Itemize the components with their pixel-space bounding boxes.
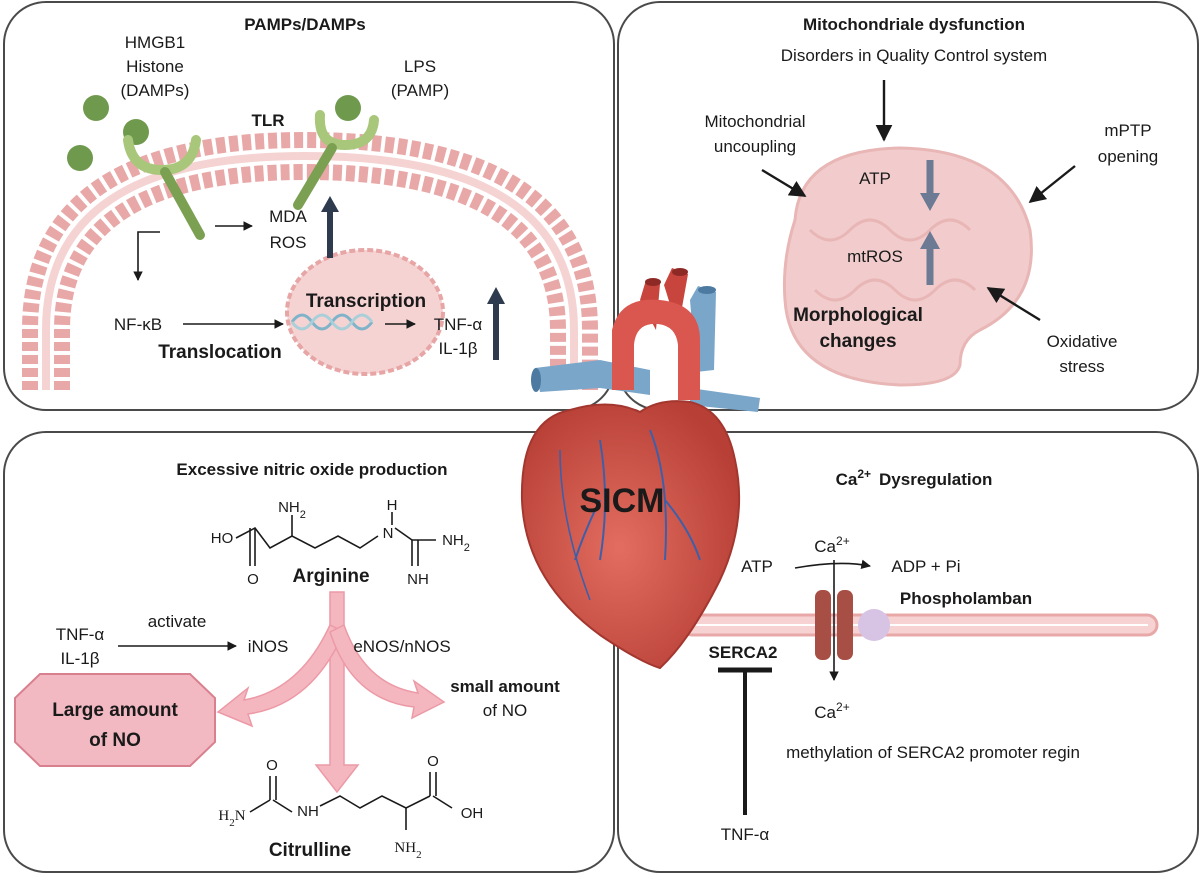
large-no-label-2: of NO [89,730,141,751]
cell-membrane [22,131,598,390]
down-arrow-icon [920,160,940,211]
ho-label: HO [211,530,234,547]
citrulline-structure [249,772,453,830]
pamp-molecule-icon [335,95,361,121]
enos-label: eNOS/nNOS [353,637,450,656]
large-no-octagon [14,673,216,767]
arginine-structure [235,512,436,566]
arrow-atp-adp [794,559,871,570]
nucleus [285,248,445,376]
no-title: Excessive nitric oxide production [176,460,447,479]
cristae [813,278,977,302]
nh2-label: NH2 [278,499,306,521]
down-arrow-to-citrulline [314,591,360,794]
pink-arrows [216,591,446,794]
pamps-panel [3,1,615,411]
small-no-label-2: of NO [483,701,527,720]
transcription-label: Transcription [306,291,426,312]
arrow-mptp [1028,165,1076,204]
ros-label: ROS [270,233,307,252]
mptp-label-2: opening [1098,147,1159,166]
tnf-label: TNF-α [56,625,105,644]
damp-molecule-icon [67,145,93,171]
damps-label-2: Histone [126,57,184,76]
nh2-right-label: NH2 [442,532,470,554]
cit-nh-label: NH [297,803,319,820]
tnf-label: TNF-α [434,315,483,334]
ca-title: Ca2+Dysregulation [836,467,993,489]
mda-label: MDA [269,207,307,226]
h2n-label: H2N [218,808,245,829]
pamps-title: PAMPs/DAMPs [244,15,366,34]
phospholamban-icon [858,609,890,641]
oxidative-label-1: Oxidative [1047,332,1118,351]
tlr-receptor-left-icon [123,135,205,240]
tlr-label: TLR [251,111,284,130]
lps-label-1: LPS [404,57,436,76]
arrow-to-nfkb [133,231,160,281]
lps-label-2: (PAMP) [391,81,449,100]
ca-panel [617,431,1199,873]
methylation-label: methylation of SERCA2 promoter regin [786,743,1080,762]
ca-top-label: Ca2+ [814,534,849,556]
il1b-label: IL-1β [438,339,477,358]
uncoupling-label-2: uncoupling [714,137,796,156]
citrulline-label: Citrulline [269,840,351,861]
small-no-label-1: small amount [450,677,560,696]
atp-label: ATP [859,169,891,188]
mito-title: Mitochondriale dysfunction [803,15,1025,34]
arginine-label: Arginine [292,566,369,587]
up-arrow-icon [321,196,339,258]
ca-tnf-label: TNF-α [721,825,770,844]
serca-channel-icon [815,590,853,660]
nfkb-label: NF-κB [114,315,162,334]
nh-label: NH [407,571,429,588]
uncoupling-label-1: Mitochondrial [704,112,805,131]
arrow-oxidative [986,286,1041,322]
adp-label: ADP + Pi [891,557,960,576]
damps-label-3: (DAMPs) [121,81,190,100]
pamps-section: PAMPs/DAMPs HMGB1 Histone (DAMPs) LPS (P… [22,15,598,390]
il1b-label: IL-1β [60,649,99,668]
up-arrow-icon [920,231,940,285]
activate-label: activate [148,612,207,631]
arrow-uncoupling [761,168,807,198]
arrow-to-large-no [216,623,345,728]
serca-label: SERCA2 [709,643,778,662]
arrow-to-small-no [329,623,446,720]
damps-label-1: HMGB1 [125,33,185,52]
up-arrow-icon [487,287,505,360]
cit-o2-label: O [427,753,439,770]
cit-oh-label: OH [461,805,484,822]
oxidative-label-2: stress [1059,357,1104,376]
ca-section: Ca2+Dysregulation ATP Ca2+ ADP + Pi Phos… [680,467,1159,844]
dna-icon [290,313,374,331]
morph-label-1: Morphological [793,305,923,326]
ca-atp-label: ATP [741,557,773,576]
translocation-label: Translocation [158,342,282,363]
morph-label-2: changes [819,331,896,352]
sicm-label: SICM [580,482,665,520]
ca-bottom-label: Ca2+ [814,700,849,722]
damp-molecule-icon [83,95,109,121]
large-no-label-1: Large amount [52,700,178,721]
inos-label: iNOS [248,637,289,656]
tlr-receptor-right-icon [293,110,379,210]
heart-icon [520,268,760,670]
mptp-label-1: mPTP [1104,121,1151,140]
cit-o-label: O [266,757,278,774]
mitochondrion-icon [782,146,1033,387]
mtros-label: mtROS [847,247,903,266]
cristae [808,218,972,242]
mito-subtitle: Disorders in Quality Control system [781,46,1047,65]
mito-section: Mitochondriale dysfunction Disorders in … [704,15,1159,387]
phospholamban-label: Phospholamban [900,589,1032,608]
cit-nh2-label: NH2 [394,840,421,861]
no-section: Excessive nitric oxide production NH2 HO… [14,460,560,861]
h-label: H [387,497,398,514]
n-label: N [383,525,394,542]
o-label: O [247,571,259,588]
